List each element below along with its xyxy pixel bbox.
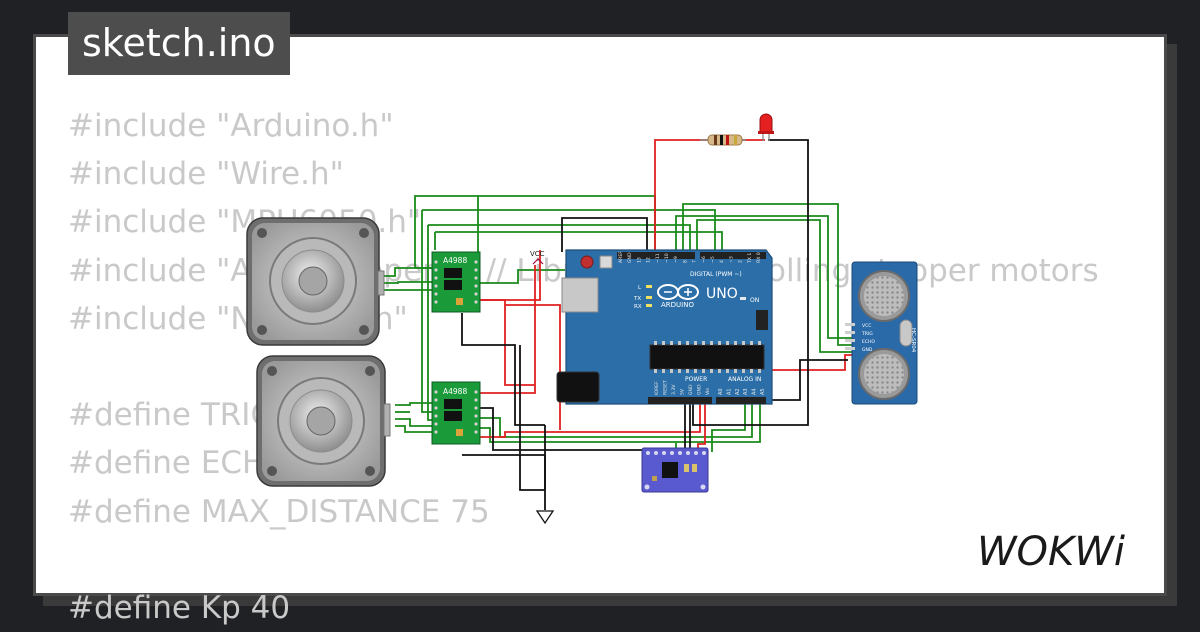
digital-pin-label: ~10 bbox=[664, 253, 670, 263]
digital-pin-label: 4 bbox=[719, 260, 725, 263]
wires bbox=[380, 139, 858, 510]
led-rx-label: RX bbox=[634, 304, 642, 310]
stepper-motor-2 bbox=[256, 355, 391, 487]
digital-pin-label: ~3 bbox=[728, 256, 734, 263]
digital-pin-label: GND bbox=[627, 252, 633, 263]
digital-pin-label: 8 bbox=[682, 260, 688, 263]
a4988-driver-1: A4988 bbox=[431, 251, 481, 313]
vcc-marker: VCC bbox=[530, 250, 545, 265]
digital-pin-label: ~5 bbox=[710, 256, 716, 263]
mpu6050-module bbox=[641, 447, 709, 493]
code-line: #define MAX_DISTANCE 75 bbox=[68, 493, 490, 530]
digital-pin-label: 13 bbox=[636, 257, 642, 263]
sonar-model-label: HC-SR04 bbox=[910, 328, 916, 353]
analog-pin-label: A5 bbox=[760, 388, 766, 395]
digital-pin-label: 12 bbox=[646, 257, 652, 263]
vcc-label: VCC bbox=[530, 250, 545, 258]
analog-pin-label: A1 bbox=[726, 388, 732, 395]
digital-pin-label: ~6 bbox=[701, 256, 707, 263]
power-pin-label: 5V bbox=[680, 388, 686, 395]
power-pin-label: Vin bbox=[705, 388, 711, 395]
digital-pin-label: ~11 bbox=[655, 253, 661, 263]
stepper-motor-1 bbox=[246, 217, 385, 346]
wokwi-logo: WOKWi bbox=[977, 529, 1125, 575]
digital-label: DIGITAL (PWM ~) bbox=[690, 271, 742, 278]
file-tab[interactable]: sketch.ino bbox=[68, 12, 290, 75]
chip-pins bbox=[654, 341, 761, 373]
sonar-pin-echo: ECHO bbox=[862, 339, 875, 345]
power-pin-label: IOREF bbox=[654, 381, 660, 395]
digital-pin-label: ~9 bbox=[673, 256, 679, 263]
logo-text: WOKWi bbox=[977, 529, 1125, 575]
sonar-pin-vcc: VCC bbox=[862, 323, 871, 329]
board-brand: ARDUINO bbox=[661, 301, 694, 309]
code-line: #include "Arduino.h" bbox=[68, 108, 394, 144]
power-pin-label: 3.3V bbox=[671, 384, 677, 395]
driver-label: A4988 bbox=[443, 387, 467, 396]
power-label: POWER bbox=[685, 376, 707, 383]
analog-pin-label: A2 bbox=[735, 388, 741, 395]
sonar-pin-trig: TRIG bbox=[861, 331, 873, 337]
led-tx-label: TX bbox=[633, 296, 641, 302]
analog-pin-label: A0 bbox=[718, 388, 724, 395]
resistor bbox=[700, 134, 746, 146]
digital-pin-label: AREF bbox=[618, 251, 624, 263]
led bbox=[758, 113, 774, 141]
sonar-pin-gnd: GND bbox=[862, 347, 873, 353]
digital-pin-label: RX 0 bbox=[756, 252, 762, 263]
power-pin-label: GND bbox=[697, 384, 703, 395]
code-line: #define Kp 40 bbox=[68, 589, 291, 626]
analog-label: ANALOG IN bbox=[728, 376, 761, 383]
digital-pin-label: 2 bbox=[738, 260, 744, 263]
hc-sr04-sensor: HC-SR04 VCC TRIG ECHO GND bbox=[845, 261, 918, 405]
digital-pin-label: 7 bbox=[692, 260, 698, 263]
a4988-driver-2: A4988 bbox=[431, 381, 481, 445]
analog-pin-label: A4 bbox=[752, 388, 758, 395]
led-l-label: L bbox=[638, 285, 642, 291]
driver-label: A4988 bbox=[443, 256, 467, 265]
arduino-logo bbox=[657, 284, 699, 300]
power-pin-label: GND bbox=[688, 384, 694, 395]
power-pin-label: RESET bbox=[663, 380, 669, 395]
ground-symbol bbox=[535, 510, 555, 525]
board-name: UNO bbox=[706, 286, 738, 302]
code-line: #include "Wire.h" bbox=[68, 156, 344, 193]
digital-pin-label: TX 1 bbox=[747, 253, 753, 264]
analog-pin-label: A3 bbox=[743, 388, 749, 395]
on-label: ON bbox=[750, 297, 759, 304]
